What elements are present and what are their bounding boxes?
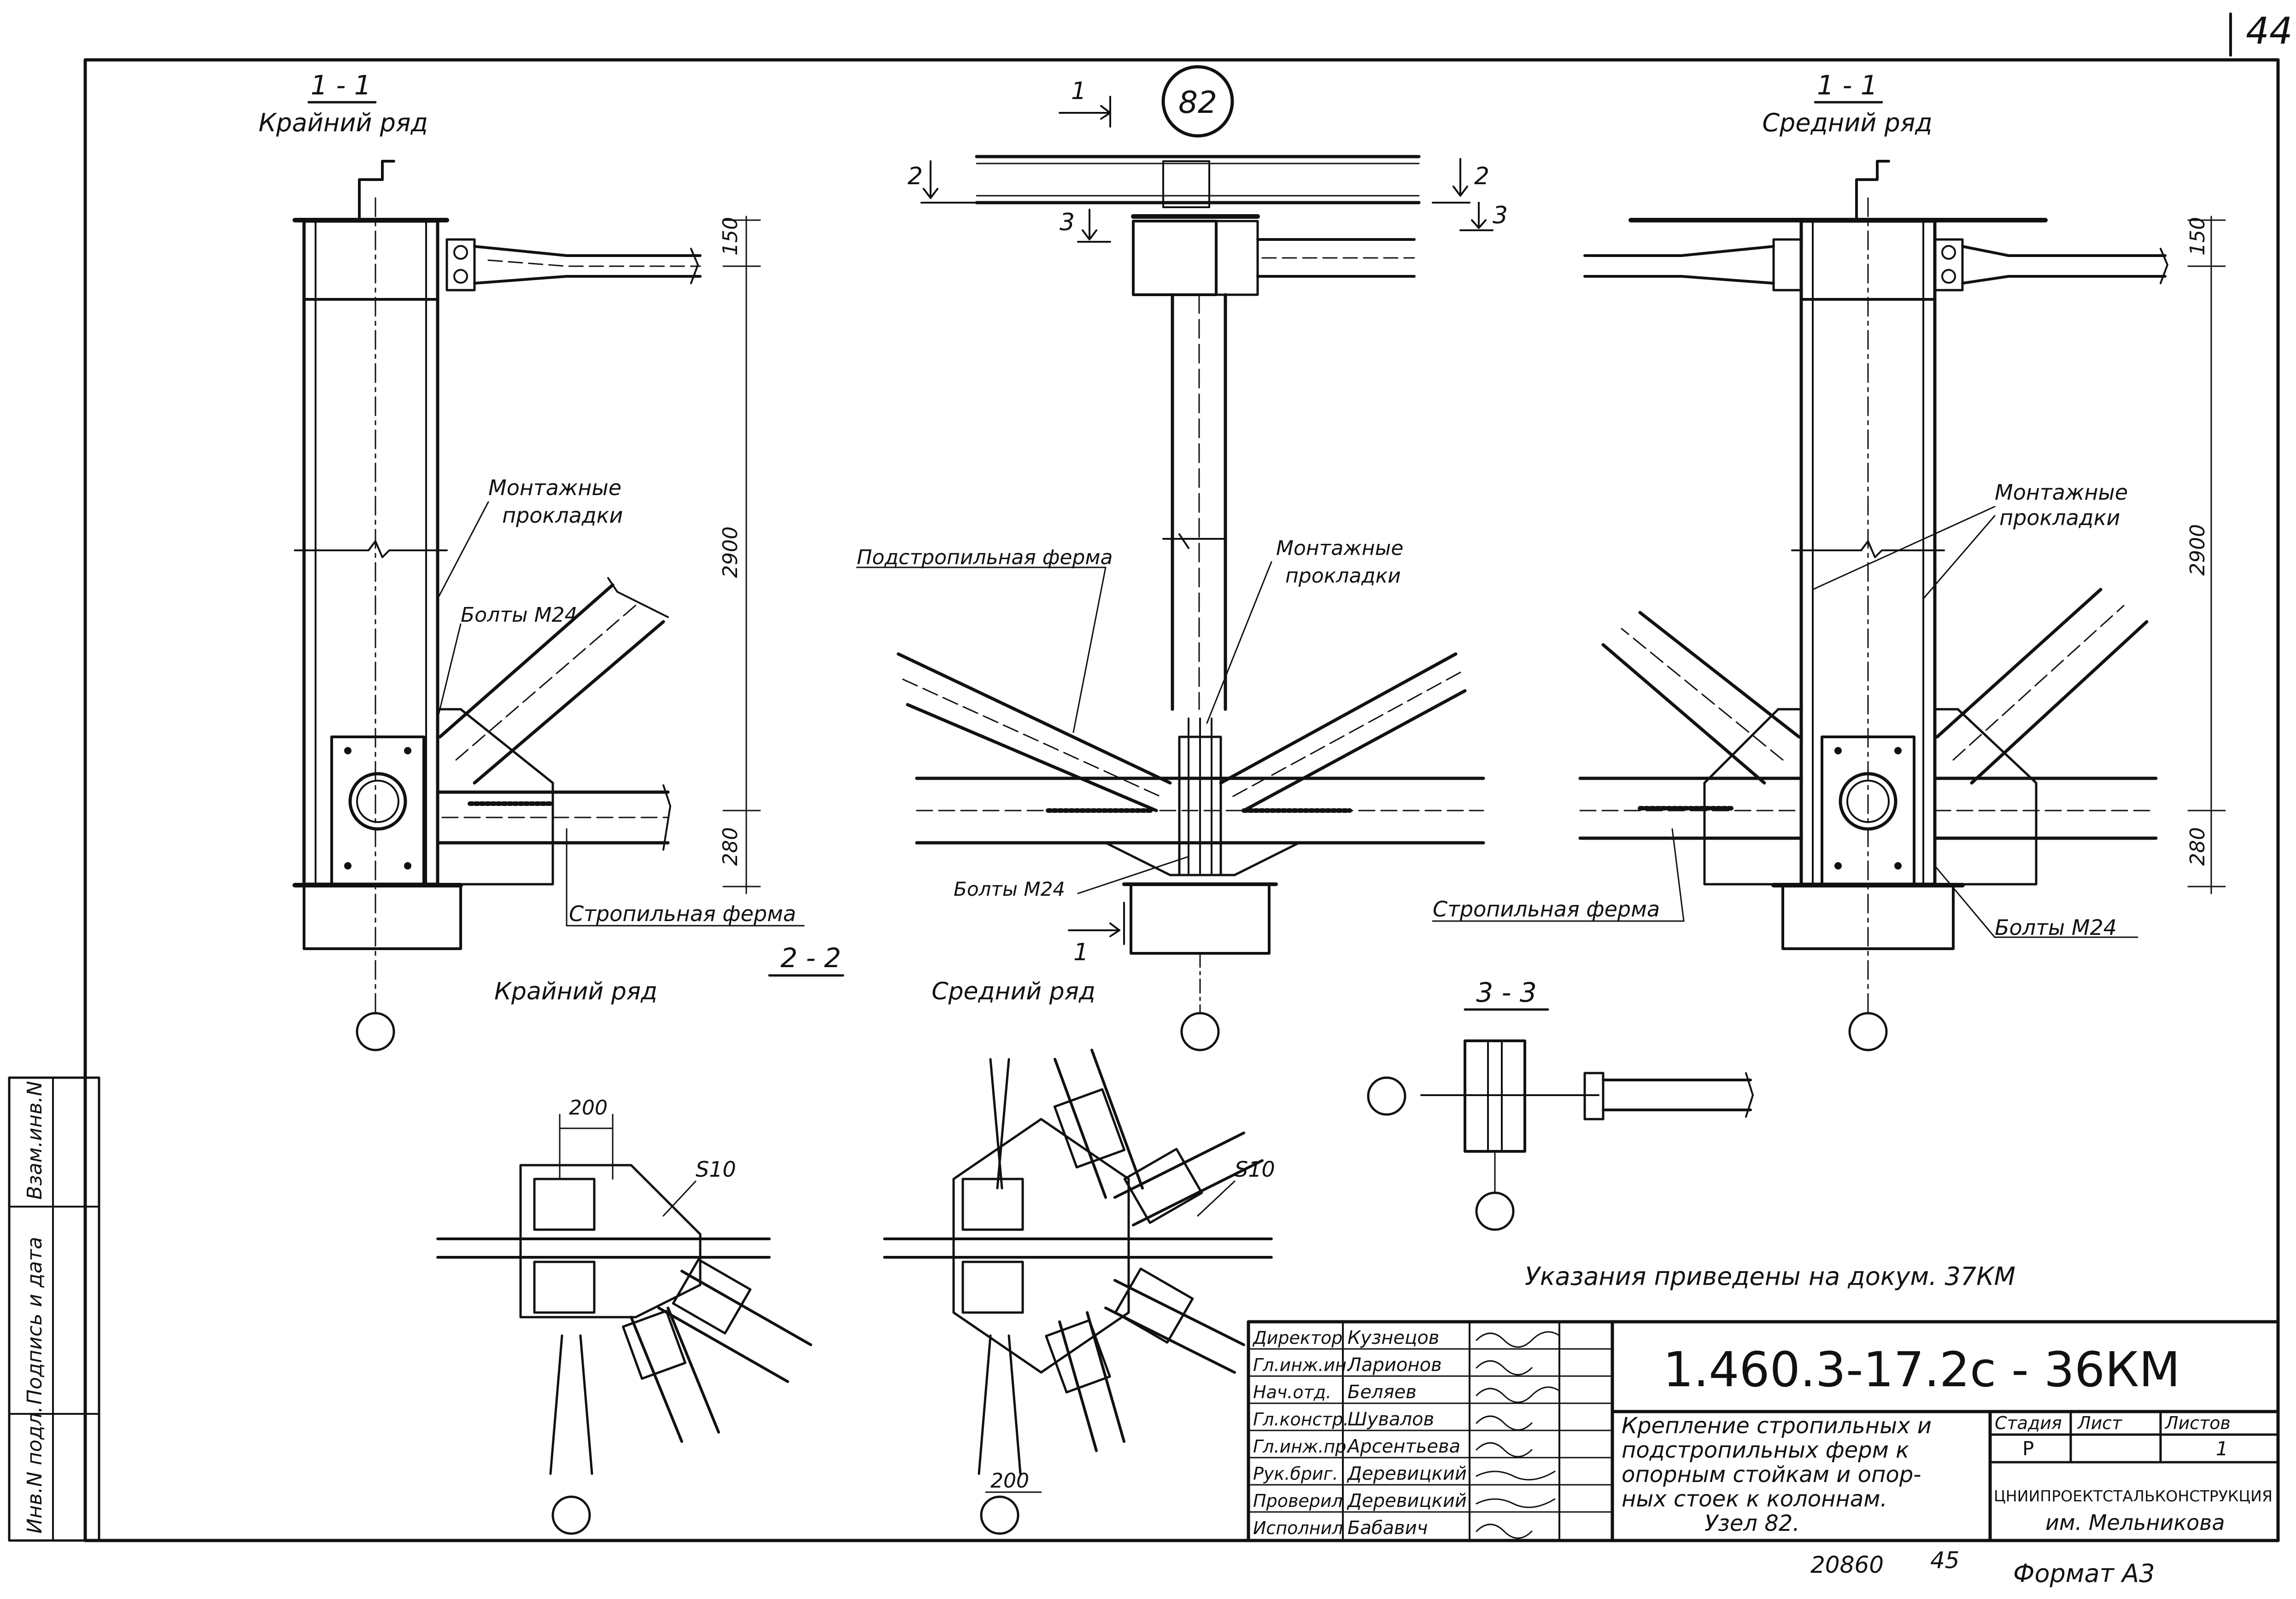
left-callout-strop: Стропильная ферма	[569, 901, 796, 926]
role-7: Исполнил	[1253, 1518, 1343, 1538]
right-callout-bolts: Болты М24	[1995, 915, 2117, 940]
role-3: Гл.констр.	[1253, 1409, 1349, 1430]
footer-inv-no-2: 45	[1930, 1547, 1960, 1574]
mid-mark-3-left: 3	[1060, 209, 1075, 236]
footer-format: Формат А3	[2013, 1559, 2155, 1588]
plan-right-s10: S10	[1235, 1157, 1275, 1182]
left-section-name: Крайний ряд	[258, 108, 428, 137]
left-callout-montazh-1: Монтажные	[488, 475, 621, 500]
node-number: 82	[1178, 85, 1217, 120]
side-vzam: Взам.инв.N	[23, 1081, 47, 1200]
stage-value: Р	[2022, 1437, 2034, 1460]
role-5: Рук.бриг.	[1253, 1464, 1338, 1484]
sheet-number-box: 44	[2229, 10, 2293, 57]
side-stamp: Инв.N подл. Подпись и дата Взам.инв.N	[8, 1076, 100, 1542]
name-5: Деревицкий	[1347, 1463, 1467, 1484]
sheets-header: Листов	[2164, 1413, 2231, 1433]
name-6: Деревицкий	[1347, 1490, 1467, 1511]
name-3: Шувалов	[1347, 1409, 1434, 1430]
left-dim-150: 150	[719, 217, 742, 256]
footer-inv-no: 20860	[1810, 1552, 1884, 1578]
mid-callout-montazh-1: Монтажные	[1276, 537, 1403, 560]
mid-mark-3-right: 3	[1493, 202, 1508, 229]
view-plan-22: 2 - 2 Крайний ряд Средний ряд 200 S10	[436, 942, 1275, 1535]
right-section-id: 1 - 1	[1817, 70, 1878, 101]
side-podpis: Подпись и дата	[23, 1237, 47, 1405]
right-dim-150: 150	[2186, 217, 2209, 256]
sheet-frame	[83, 58, 2280, 1542]
org-name: ЦНИИПРОЕКТСТАЛЬКОНСТРУКЦИЯ	[1994, 1487, 2273, 1505]
plan-left-s10: S10	[696, 1157, 736, 1182]
desc-line-1: подстропильных ферм к	[1622, 1437, 1909, 1463]
name-2: Беляев	[1347, 1382, 1417, 1403]
role-0: Директор	[1252, 1328, 1342, 1348]
view-right-section: 1 - 1 Средний ряд	[1432, 70, 2226, 1051]
section-33-id: 3 - 3	[1476, 977, 1537, 1008]
name-4: Арсентьева	[1346, 1436, 1460, 1457]
sheet-header: Лист	[2077, 1413, 2123, 1433]
plan-left-dim-200: 200	[569, 1096, 608, 1120]
right-section-name: Средний ряд	[1762, 108, 1932, 137]
org-name-2: им. Мельникова	[2045, 1510, 2225, 1535]
desc-line-3: ных стоек к колоннам.	[1622, 1486, 1887, 1512]
view-middle-node: 82 1 2 3 2 3	[856, 65, 1508, 1051]
right-dim-2900: 2900	[2186, 524, 2209, 576]
sheets-value: 1	[2216, 1437, 2228, 1460]
general-note: Указания приведены на докум. 37КМ	[1525, 1262, 2015, 1291]
desc-line-4: Узел 82.	[1704, 1511, 1800, 1536]
role-1: Гл.инж.ин.	[1253, 1355, 1352, 1375]
role-4: Гл.инж.пр.	[1253, 1436, 1352, 1457]
name-7: Бабавич	[1347, 1517, 1428, 1539]
sheet-number: 44	[2246, 10, 2293, 53]
name-0: Кузнецов	[1347, 1327, 1439, 1348]
doc-code: 1.460.3-17.2с - 36КМ	[1663, 1342, 2180, 1398]
left-dim-280: 280	[719, 827, 742, 866]
right-callout-montazh-1: Монтажные	[1995, 480, 2128, 505]
mid-mark-1-bottom: 1	[1073, 939, 1089, 966]
plan-right-dim-200: 200	[990, 1469, 1029, 1493]
plan-22-id: 2 - 2	[780, 942, 841, 974]
plan-22-right-name: Средний ряд	[931, 978, 1095, 1005]
mid-callout-bolts: Болты М24	[954, 878, 1065, 900]
mid-callout-montazh-2: прокладки	[1285, 564, 1401, 588]
mid-callout-podstrop: Подстропильная ферма	[857, 546, 1113, 569]
name-1: Ларионов	[1347, 1354, 1442, 1376]
left-dim-2900: 2900	[719, 526, 742, 578]
right-callout-strop: Стропильная ферма	[1433, 897, 1660, 922]
right-callout-montazh-2: прокладки	[1999, 505, 2120, 530]
role-6: Проверил	[1253, 1491, 1343, 1511]
role-2: Нач.отд.	[1253, 1382, 1331, 1402]
stage-header: Стадия	[1995, 1413, 2062, 1433]
left-section-id: 1 - 1	[310, 70, 371, 101]
desc-line-2: опорным стойкам и опор-	[1622, 1462, 1921, 1488]
side-inv-podl: Инв.N подл.	[23, 1406, 47, 1534]
desc-line-0: Крепление стропильных и	[1622, 1413, 1932, 1439]
title-block: Директор Кузнецов Гл.инж.ин. Ларионов На…	[1247, 1320, 2280, 1542]
mid-mark-2-left: 2	[908, 163, 923, 190]
plan-22-left-name: Крайний ряд	[494, 978, 657, 1005]
node-circle	[1161, 65, 1234, 138]
mid-mark-2-right: 2	[1474, 163, 1489, 190]
right-dim-280: 280	[2186, 827, 2209, 866]
mid-mark-1-top: 1	[1071, 77, 1086, 105]
view-left-section: 1 - 1 Крайний ряд	[258, 70, 805, 1051]
left-callout-bolts: Болты М24	[461, 603, 578, 627]
left-callout-montazh-2: прокладки	[502, 503, 623, 528]
view-section-33: 3 - 3	[1367, 977, 1754, 1231]
